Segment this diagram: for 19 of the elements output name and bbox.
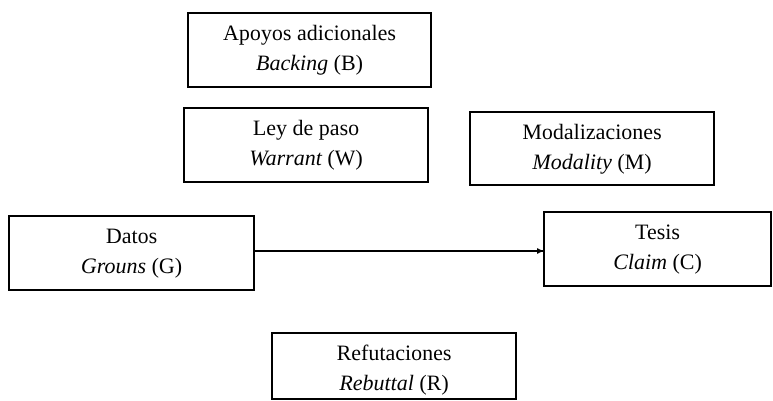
node-subtitle: Claim (C)	[613, 248, 702, 276]
concept-box	[469, 111, 715, 186]
concept-box	[8, 215, 255, 291]
node-title: Ley de paso	[252, 114, 360, 142]
node-subtitle: Rebuttal (R)	[339, 369, 449, 397]
concept-box	[183, 107, 429, 183]
node-subtitle: Backing (B)	[256, 49, 363, 77]
node-title: Apoyos adicionales	[223, 19, 396, 47]
concept-box	[271, 332, 517, 400]
node-title: Datos	[106, 222, 158, 250]
node-subtitle: Grouns (G)	[80, 252, 182, 280]
concept-box	[187, 12, 432, 88]
node-subtitle: Modality (M)	[532, 148, 652, 176]
node-title: Tesis	[635, 218, 680, 246]
concept-box	[543, 211, 772, 287]
node-title: Refutaciones	[336, 339, 452, 367]
node-title: Modalizaciones	[522, 118, 662, 146]
arrow	[255, 248, 543, 254]
node-subtitle: Warrant (W)	[249, 144, 363, 172]
